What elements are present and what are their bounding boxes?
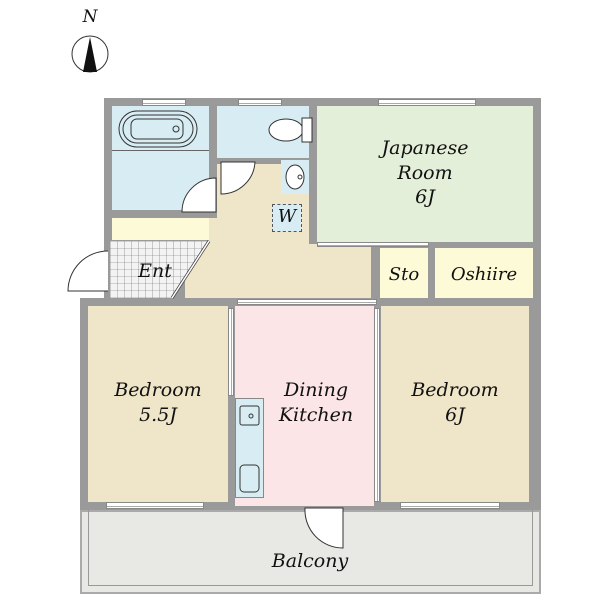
entrance-label: Ent [138,260,172,282]
washer-label: W [277,206,297,227]
bathtub-icon [118,110,198,148]
compass: N [68,6,112,76]
oshiire-label: Oshiire [450,264,518,285]
bedroom-left [88,306,228,502]
bedroom-left-label: Bedroom 5.5J [114,379,202,426]
bath-window [142,99,186,106]
bedroom-right-sliding-door [374,308,380,502]
entrance-door-swing-icon [67,250,109,292]
washbasin-icon [285,164,305,190]
bedroom-left-window [106,502,204,509]
balcony-label: Balcony [271,550,349,572]
japanese-room-label: Japanese Room 6J [381,137,469,209]
japanese-room [317,106,533,242]
entrance-area [110,240,211,299]
compass-north-label: N [82,7,98,27]
balcony-door-swing-icon [304,507,344,549]
toilet-icon [268,117,313,143]
bedroom-right [381,306,529,502]
oshiire-closet [435,248,533,298]
kitchen-sink-icon [239,405,260,426]
shoe-storage [112,218,209,240]
dining-sliding-door [237,299,377,305]
washer-space [272,204,302,232]
toilet-window [238,99,282,106]
stove-icon [239,464,260,493]
bath-door-swing-icon [181,177,217,213]
storage-label: Sto [388,264,420,285]
toilet-door-swing-icon [220,161,256,195]
bedroom-right-label: Bedroom 6J [411,379,499,426]
storage-room [380,248,428,298]
dining-kitchen-label: Dining Kitchen [278,379,354,426]
bedroom-right-window [400,502,500,509]
japanese-room-sliding-door [317,242,429,247]
bedroom-left-sliding-door [228,308,234,396]
japanese-room-window [378,99,476,106]
north-arrow-icon [71,35,109,73]
